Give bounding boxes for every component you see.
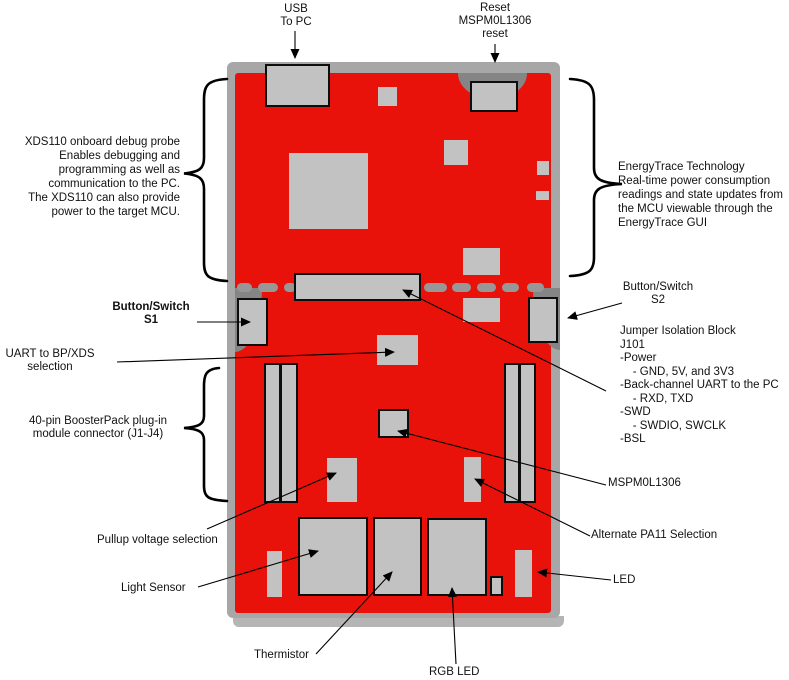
jumper-isolation-label: Jumper Isolation Block J101 -Power - GND… [620,325,779,445]
s2-button [528,297,558,343]
s2-label: Button/Switch S2 [622,281,694,306]
led-label: LED [613,574,636,586]
component-mid-right [444,140,468,165]
small-component-top [378,87,397,106]
boosterpack-brace [183,366,229,503]
reset-button [470,81,518,112]
light-sensor-label: Light Sensor [121,582,186,594]
jumper-dash [477,283,496,292]
jumper-dash [452,283,471,292]
s1-label: Button/Switch S1 [112,301,190,326]
boosterpack-connector-right-inner [504,363,520,503]
component-above-dashes [463,248,500,275]
alternate-pa11-jumper [464,457,481,502]
boosterpack-connector-left-inner [280,363,298,503]
usb-connector [265,64,330,107]
xds110-brace [183,77,229,283]
jumper-block-j101 [294,273,421,301]
xds110-label: XDS110 onboard debug probe Enables debug… [24,136,180,218]
jumper-dash [527,283,544,292]
uart-selection-label: UART to BP/XDS selection [5,348,95,373]
reset-label: Reset MSPM0L1306 reset [458,2,532,40]
pullup-voltage-jumper [327,458,357,502]
right-edge-pad-2 [536,191,549,200]
s2-arrow [567,302,623,320]
board-shadow [233,616,564,627]
jumper-dash [502,283,519,292]
pullup-label: Pullup voltage selection [97,534,218,546]
jumper-dash [424,283,447,292]
small-component-bottom [490,576,503,596]
jumper-dash [237,283,252,292]
usb-label: USB To PC [280,3,312,28]
led-strip [515,550,532,597]
s1-button [237,298,268,346]
thermistor-block [373,517,422,596]
boosterpack-label: 40-pin BoosterPack plug-in module connec… [28,415,168,440]
boosterpack-connector-right-outer [519,363,536,503]
mspm0l1306-chip [378,409,409,438]
thermistor-label: Thermistor [254,649,309,661]
boosterpack-connector-left-outer [264,363,281,503]
rgb-led-block [427,518,487,596]
right-edge-pad-1 [537,161,549,175]
rgb-led-label: RGB LED [429,666,480,678]
jumper-dash [258,283,278,292]
uart-selection-jumper [377,335,418,365]
energytrace-brace [568,77,623,278]
pa11-label: Alternate PA11 Selection [591,529,718,541]
jumper-dash [284,283,296,292]
left-bottom-strip [267,551,282,597]
component-below-dashes [463,298,500,322]
light-sensor-block [298,517,368,596]
xds110-chip [289,153,368,229]
mspm0-label: MSPM0L1306 [608,477,681,489]
energytrace-label: EnergyTrace Technology Real-time power c… [618,161,783,229]
